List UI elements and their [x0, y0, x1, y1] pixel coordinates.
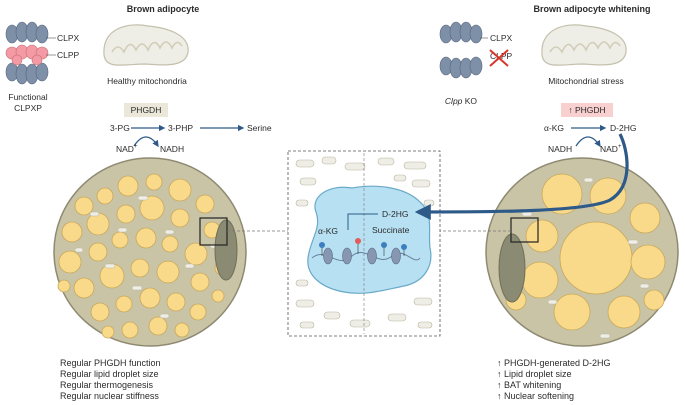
left-phgdh-label: PHGDH [131, 105, 162, 115]
left-summary-item: Regular nuclear stiffness [60, 391, 159, 401]
right-product-d2hg: D-2HG [610, 123, 636, 133]
right-summary-item: ↑ Lipid droplet size [497, 369, 572, 379]
central-zoom-panel: D-2HG α-KG Succinate [287, 150, 441, 337]
clpp-knockout-cross-icon [489, 49, 509, 67]
right-summary-item: ↑ BAT whitening [497, 380, 562, 390]
left-panel-title: Brown adipocyte [127, 4, 200, 14]
left-cofactor-nadh: NADH [160, 144, 184, 154]
nucleus-zoomed [307, 185, 432, 294]
right-clpx-label: CLPX [490, 33, 513, 43]
right-summary-item: ↑ Nuclear softening [497, 391, 575, 401]
left-end-product-serine: Serine [247, 123, 272, 133]
right-cofactor-arrow [575, 136, 601, 148]
right-substrate-akg: α-KG [544, 123, 564, 133]
right-cofactor-nad: NAD+ [600, 144, 622, 154]
right-phgdh-box [561, 103, 613, 117]
methyl-mark-icon [381, 242, 387, 248]
left-zoom-box [199, 217, 228, 246]
functional-clpxp-complex [5, 21, 49, 85]
zoom-d2hg-label: D-2HG [382, 209, 408, 219]
right-summary-list: ↑ PHGDH-generated D-2HG ↑ Lipid droplet … [497, 358, 611, 402]
stressed-mitochondrion [541, 24, 627, 66]
right-summary-item: ↑ PHGDH-generated D-2HG [497, 358, 611, 368]
functional-label: Functional [8, 92, 47, 102]
left-clpx-label: CLPX [57, 33, 80, 43]
clpp-ko-complex [439, 21, 483, 79]
demethylation-mark-icon [355, 238, 361, 244]
left-clpp-label: CLPP [57, 50, 80, 60]
right-zoom-box [510, 217, 539, 243]
right-whitened-adipocyte-cell [485, 157, 679, 347]
clpxp-label: CLPXP [14, 103, 42, 113]
zoom-akg-label: α-KG [318, 226, 338, 236]
chromatin-nucleosomes [311, 238, 421, 265]
left-nucleus [214, 219, 238, 281]
left-brown-adipocyte-cell [53, 157, 247, 347]
healthy-mitochondria-label: Healthy mitochondria [107, 76, 187, 86]
right-nucleus [498, 233, 526, 303]
left-summary-item: Regular PHGDH function [60, 358, 161, 368]
mitochondrial-stress-label: Mitochondrial stress [548, 76, 624, 86]
left-substrate-3pg: 3-PG [110, 123, 130, 133]
clpp-ko-label: Clpp KO [445, 96, 478, 106]
left-summary-item: Regular lipid droplet size [60, 369, 159, 379]
right-phgdh-label: ↑ PHGDH [568, 105, 605, 115]
left-summary-item: Regular thermogenesis [60, 380, 154, 390]
zoom-succinate-label: Succinate [372, 225, 410, 235]
right-panel-title: Brown adipocyte whitening [533, 4, 650, 14]
left-summary-list: Regular PHGDH function Regular lipid dro… [60, 358, 161, 402]
left-phgdh-box [124, 103, 168, 117]
d2hg-transport-arrow [414, 133, 629, 220]
methyl-mark-icon [401, 244, 407, 250]
methyl-mark-icon [319, 242, 325, 248]
left-cofactor-arrow [133, 136, 159, 148]
left-cofactor-nad: NAD+ [116, 144, 138, 154]
left-product-3php: 3-PHP [168, 123, 193, 133]
healthy-mitochondrion [103, 24, 189, 66]
right-cofactor-nadh: NADH [548, 144, 572, 154]
